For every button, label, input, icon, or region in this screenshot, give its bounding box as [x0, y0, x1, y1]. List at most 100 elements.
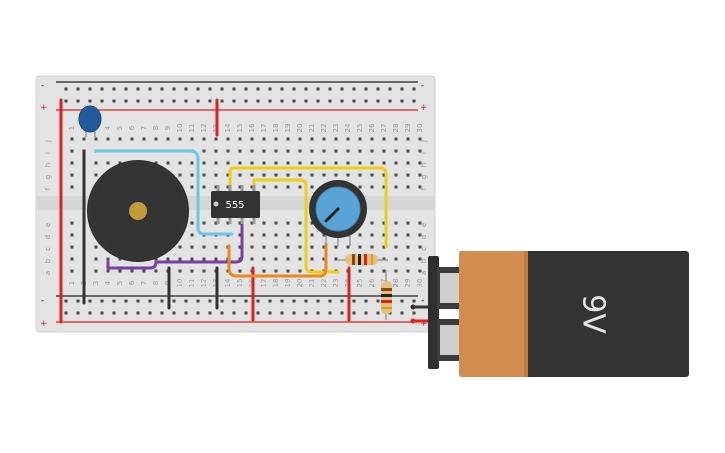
rail-hole[interactable]	[412, 311, 416, 315]
hole-h15[interactable]	[238, 161, 242, 165]
hole-j22[interactable]	[322, 137, 326, 141]
hole-j13[interactable]	[214, 137, 218, 141]
hole-a1[interactable]	[70, 269, 74, 273]
wire-cyan[interactable]	[94, 149, 234, 236]
rail-hole[interactable]	[352, 299, 356, 303]
hole-h30[interactable]	[418, 161, 422, 165]
hole-e21[interactable]	[310, 221, 314, 225]
rail-hole[interactable]	[160, 99, 164, 103]
rail-hole[interactable]	[400, 299, 404, 303]
rail-hole[interactable]	[100, 299, 104, 303]
hole-d21[interactable]	[310, 233, 314, 237]
hole-g10[interactable]	[178, 173, 182, 177]
hole-j21[interactable]	[310, 137, 314, 141]
hole-i26[interactable]	[370, 149, 374, 153]
hole-c26[interactable]	[370, 245, 374, 249]
rail-hole[interactable]	[352, 311, 356, 315]
hole-d27[interactable]	[382, 233, 386, 237]
hole-a19[interactable]	[286, 269, 290, 273]
hole-b28[interactable]	[394, 257, 398, 261]
rail-hole[interactable]	[412, 299, 416, 303]
hole-c25[interactable]	[358, 245, 362, 249]
hole-f20[interactable]	[298, 185, 302, 189]
hole-b21[interactable]	[310, 257, 314, 261]
rail-hole[interactable]	[364, 299, 368, 303]
hole-j15[interactable]	[238, 137, 242, 141]
hole-j8[interactable]	[154, 137, 158, 141]
hole-h4[interactable]	[106, 161, 110, 165]
rail-hole[interactable]	[220, 299, 224, 303]
hole-i20[interactable]	[298, 149, 302, 153]
hole-g25[interactable]	[358, 173, 362, 177]
hole-i17[interactable]	[262, 149, 266, 153]
hole-b9[interactable]	[166, 257, 170, 261]
hole-a5[interactable]	[118, 269, 122, 273]
rail-hole[interactable]	[208, 87, 212, 91]
rail-hole[interactable]	[136, 99, 140, 103]
resistor-icon[interactable]	[381, 270, 392, 320]
battery-9v[interactable]: 9V	[428, 251, 689, 377]
hole-c17[interactable]	[262, 245, 266, 249]
rail-hole[interactable]	[184, 311, 188, 315]
hole-h13[interactable]	[214, 161, 218, 165]
rail-hole[interactable]	[196, 299, 200, 303]
hole-b5[interactable]	[118, 257, 122, 261]
hole-e18[interactable]	[274, 221, 278, 225]
hole-i24[interactable]	[346, 149, 350, 153]
hole-h3[interactable]	[94, 161, 98, 165]
rail-hole[interactable]	[208, 299, 212, 303]
ceramic-capacitor-icon[interactable]	[78, 105, 102, 137]
hole-i29[interactable]	[406, 149, 410, 153]
rail-hole[interactable]	[172, 311, 176, 315]
hole-e19[interactable]	[286, 221, 290, 225]
rail-hole[interactable]	[148, 311, 152, 315]
rail-hole[interactable]	[280, 87, 284, 91]
rail-hole[interactable]	[232, 87, 236, 91]
hole-a10[interactable]	[178, 269, 182, 273]
rail-hole[interactable]	[400, 311, 404, 315]
hole-f11[interactable]	[190, 185, 194, 189]
hole-f1[interactable]	[70, 185, 74, 189]
hole-j20[interactable]	[298, 137, 302, 141]
rail-hole[interactable]	[88, 311, 92, 315]
rail-hole[interactable]	[292, 87, 296, 91]
rail-hole[interactable]	[388, 99, 392, 103]
rail-hole[interactable]	[220, 311, 224, 315]
hole-a6[interactable]	[130, 269, 134, 273]
hole-f17[interactable]	[262, 185, 266, 189]
hole-c15[interactable]	[238, 245, 242, 249]
hole-i18[interactable]	[274, 149, 278, 153]
hole-a20[interactable]	[298, 269, 302, 273]
rail-hole[interactable]	[88, 299, 92, 303]
rail-hole[interactable]	[160, 87, 164, 91]
hole-j14[interactable]	[226, 137, 230, 141]
rail-hole[interactable]	[100, 99, 104, 103]
rail-hole[interactable]	[268, 299, 272, 303]
hole-g27[interactable]	[382, 173, 386, 177]
hole-b23[interactable]	[334, 257, 338, 261]
hole-j1[interactable]	[70, 137, 74, 141]
hole-e11[interactable]	[190, 221, 194, 225]
hole-i25[interactable]	[358, 149, 362, 153]
rail-hole[interactable]	[100, 311, 104, 315]
hole-d20[interactable]	[298, 233, 302, 237]
hole-c29[interactable]	[406, 245, 410, 249]
hole-e14[interactable]	[226, 221, 230, 225]
hole-a18[interactable]	[274, 269, 278, 273]
hole-g3[interactable]	[94, 173, 98, 177]
ic-555-chip[interactable]: 555	[211, 185, 260, 224]
hole-j23[interactable]	[334, 137, 338, 141]
hole-j11[interactable]	[190, 137, 194, 141]
hole-d18[interactable]	[274, 233, 278, 237]
hole-h8[interactable]	[154, 161, 158, 165]
hole-e30[interactable]	[418, 221, 422, 225]
hole-c19[interactable]	[286, 245, 290, 249]
hole-h25[interactable]	[358, 161, 362, 165]
hole-f26[interactable]	[370, 185, 374, 189]
rail-hole[interactable]	[256, 99, 260, 103]
hole-g15[interactable]	[238, 173, 242, 177]
hole-i13[interactable]	[214, 149, 218, 153]
hole-b27[interactable]	[382, 257, 386, 261]
hole-f29[interactable]	[406, 185, 410, 189]
